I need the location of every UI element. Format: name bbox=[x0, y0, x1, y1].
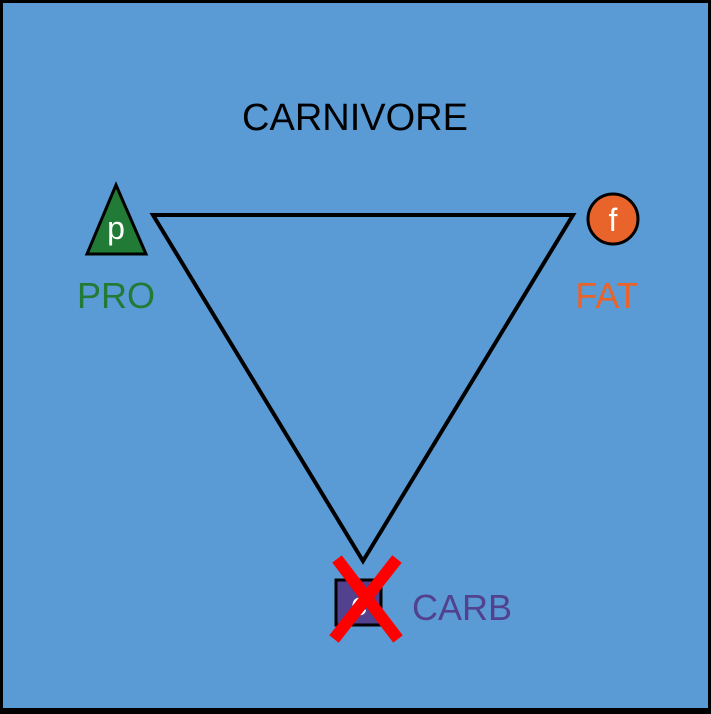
fat-circle-icon bbox=[586, 192, 640, 246]
protein-symbol: p bbox=[107, 210, 125, 246]
protein-node: p PRO bbox=[77, 181, 155, 316]
fat-node: f FAT bbox=[575, 192, 640, 316]
protein-triangle-icon bbox=[84, 181, 149, 256]
carb-excluded-x-icon bbox=[329, 555, 403, 643]
diagram-title: CARNIVORE bbox=[242, 97, 468, 139]
macro-triangle bbox=[149, 213, 577, 565]
protein-label: PRO bbox=[77, 275, 155, 316]
fat-symbol: f bbox=[609, 202, 618, 238]
carb-node: c CARB bbox=[329, 555, 512, 643]
diagram-svg: CARNIVORE p PRO f FAT c CARB bbox=[77, 97, 640, 643]
carb-label: CARB bbox=[412, 587, 512, 628]
fat-label: FAT bbox=[575, 275, 638, 316]
